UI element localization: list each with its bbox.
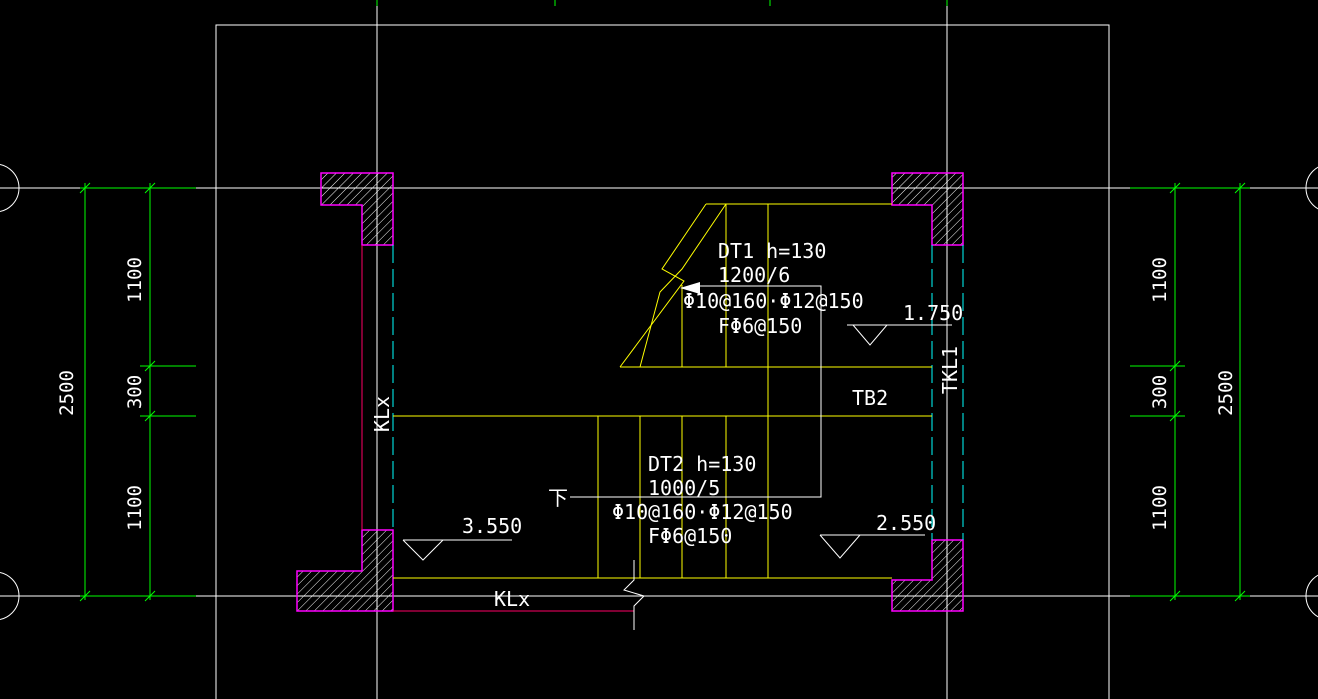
dt2-dist: FΦ6@150 (648, 524, 732, 548)
beam-edges (361, 245, 634, 612)
elevation-3550: 3.550 (462, 514, 522, 538)
dim-left-middle: 300 (124, 375, 146, 409)
stair-break-outer (619, 203, 707, 368)
annotation-boxes (570, 285, 822, 498)
tb2-label: TB2 (852, 386, 888, 410)
labels: DT1 h=130 1200/6 Φ10@160·Φ12@150 FΦ6@150… (370, 239, 963, 611)
kl-left-label: KLx (370, 396, 394, 432)
elevation-1750: 1.750 (903, 301, 963, 325)
dt2-bars: Φ10@160·Φ12@150 (612, 500, 793, 524)
dim-right-total: 2500 (1215, 370, 1237, 416)
dt1-dist: FΦ6@150 (718, 314, 802, 338)
top-green-ticks (376, 0, 948, 6)
tkl1-label: TKL1 (938, 346, 962, 394)
elevation-2550: 2.550 (876, 511, 936, 535)
outer-frame (215, 24, 1110, 699)
dt1-steps: 1200/6 (718, 263, 790, 287)
dim-left-top: 1100 (124, 257, 146, 303)
dt2-title: DT2 h=130 (648, 452, 756, 476)
axis-bubble-left-bottom (0, 572, 20, 620)
stair-lines (393, 203, 932, 579)
break-line (623, 560, 645, 630)
cyan-dashed-lines (392, 245, 964, 540)
dim-right-middle: 300 (1149, 375, 1171, 409)
axis-bubble-right-top (1305, 166, 1318, 210)
dt2-steps: 1000/5 (648, 476, 720, 500)
column-top-left (320, 172, 394, 246)
dimension-left (79, 182, 196, 602)
stair-break-inner (639, 203, 727, 368)
kl-bottom-label: KLx (494, 587, 530, 611)
dt1-title: DT1 h=130 (718, 239, 826, 263)
column-top-right (891, 172, 964, 246)
down-label: 下 (548, 486, 568, 510)
dim-right-top: 1100 (1149, 257, 1171, 303)
dimension-texts: 1100 300 1100 2500 1100 300 1100 2500 (56, 257, 1237, 531)
axis-bubble-right-bottom (1305, 574, 1318, 618)
stair-arrow-head (680, 282, 700, 294)
column-bottom-left (296, 529, 394, 612)
dimension-right (1130, 182, 1250, 602)
column-bottom-right (891, 539, 964, 612)
axis-bubbles (0, 164, 1318, 620)
dim-right-bottom: 1100 (1149, 485, 1171, 531)
dt1-bars: Φ10@160·Φ12@150 (683, 289, 864, 313)
dim-left-bottom: 1100 (124, 485, 146, 531)
dim-left-total: 2500 (56, 370, 78, 416)
axis-bubble-left-top (0, 164, 20, 212)
elevation-markers (402, 324, 952, 561)
